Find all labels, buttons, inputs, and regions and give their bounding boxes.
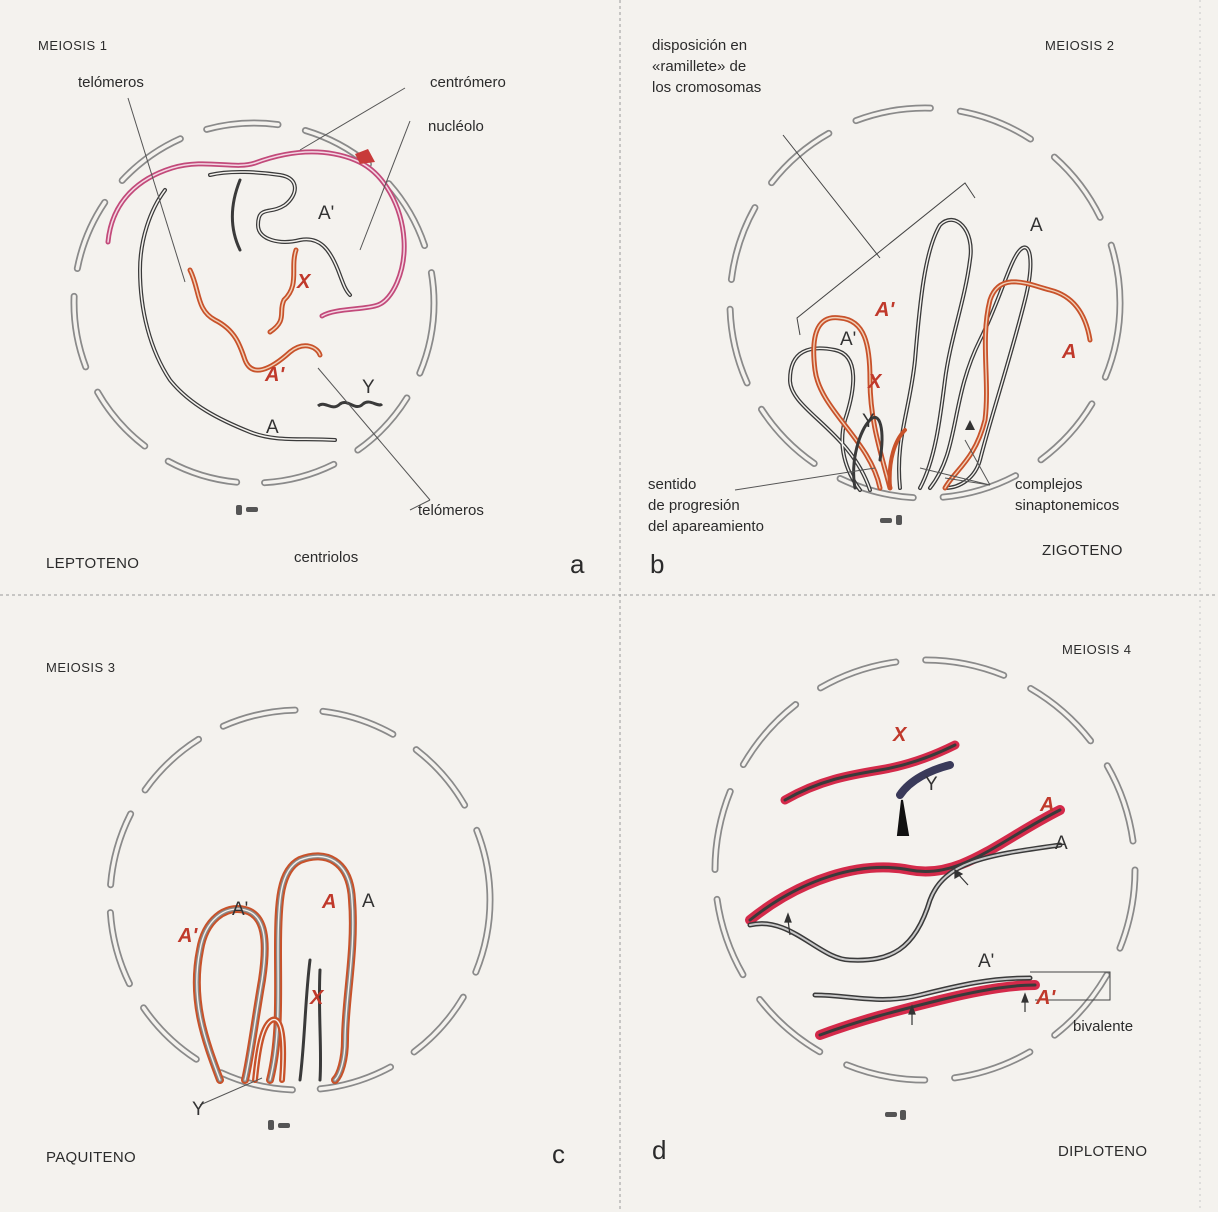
panel-a-letter: a	[570, 550, 584, 578]
label-bouquet-line1: disposición en	[652, 36, 747, 55]
label-progression-line3: del apareamiento	[648, 517, 764, 536]
label-centrioles: centriolos	[294, 548, 358, 567]
chrom-a: A	[266, 418, 279, 438]
zygotene-chromosomes	[790, 220, 1090, 490]
centrioles-d	[885, 1110, 906, 1120]
chrom-b-a-prime: A'	[840, 330, 856, 350]
chrom-a-prime-red: A'	[265, 365, 284, 385]
label-nucleolus: nucléolo	[428, 117, 484, 136]
chrom-c-a-prime-red: A'	[178, 926, 197, 946]
chrom-c-y: Y	[192, 1100, 205, 1120]
chrom-y: Y	[362, 378, 375, 398]
panel-d-diplotene	[715, 660, 1135, 1120]
panel-d-stage: DIPLOTENO	[1058, 1142, 1147, 1161]
chrom-d-y: Y	[925, 775, 938, 795]
diplotene-bivalents	[750, 745, 1060, 1035]
panel-a-leptotene	[74, 88, 434, 515]
panel-c-pachytene	[110, 710, 490, 1130]
chrom-b-y: Y	[862, 412, 875, 432]
panel-b-zygotene	[730, 108, 1120, 525]
chrom-d-a-prime: A'	[978, 952, 994, 972]
chrom-d-a: A	[1055, 834, 1068, 854]
panel-b-title: MEIOSIS 2	[1045, 36, 1115, 55]
panel-a-stage: LEPTOTENO	[46, 554, 139, 573]
label-synaptonemal-line1: complejos	[1015, 475, 1083, 494]
chrom-c-x-red: X	[310, 988, 323, 1008]
chrom-c-a-red: A	[322, 892, 336, 912]
y-leader-c	[200, 1078, 262, 1105]
pachytene-chromosomes	[197, 856, 353, 1080]
label-telomeres-top: telómeros	[78, 73, 144, 92]
chrom-d-a-prime-red: A'	[1036, 988, 1055, 1008]
label-progression-line2: de progresión	[648, 496, 740, 515]
panel-d-letter: d	[652, 1136, 666, 1164]
label-bivalent: bivalente	[1073, 1017, 1133, 1036]
chrom-b-a-prime-red: A'	[875, 300, 894, 320]
panel-c-title: MEIOSIS 3	[46, 658, 116, 677]
chrom-b-a: A	[1030, 216, 1043, 236]
label-telomeres-bottom: telómeros	[418, 501, 484, 520]
centrioles-c	[268, 1120, 290, 1130]
centrioles-b	[880, 515, 902, 525]
arrowhead-b	[965, 420, 975, 430]
panel-c-stage: PAQUITENO	[46, 1148, 136, 1167]
chrom-a-prime-black: A'	[318, 204, 334, 224]
panel-b-letter: b	[650, 550, 664, 578]
bouquet-leader	[783, 135, 880, 258]
label-bouquet-line3: los cromosomas	[652, 78, 761, 97]
chrom-d-x-red: X	[893, 725, 906, 745]
centrioles-a	[236, 505, 258, 515]
chrom-d-a-red: A	[1040, 795, 1054, 815]
label-synaptonemal-line2: sinaptonemicos	[1015, 496, 1119, 515]
panel-c-letter: c	[552, 1140, 565, 1168]
chrom-b-a-red: A	[1062, 342, 1076, 362]
label-centromere: centrómero	[430, 73, 506, 92]
panel-a-title: MEIOSIS 1	[38, 36, 108, 55]
panel-b-stage: ZIGOTENO	[1042, 541, 1123, 560]
red-chromosome	[190, 250, 320, 370]
chrom-c-a: A	[362, 892, 375, 912]
label-bouquet-line2: «ramillete» de	[652, 57, 746, 76]
chrom-c-a-prime: A'	[232, 900, 248, 920]
chrom-b-x-red: X	[868, 372, 881, 392]
chrom-x-red: X	[297, 272, 310, 292]
label-progression-line1: sentido	[648, 475, 696, 494]
panel-d-title: MEIOSIS 4	[1062, 640, 1132, 659]
